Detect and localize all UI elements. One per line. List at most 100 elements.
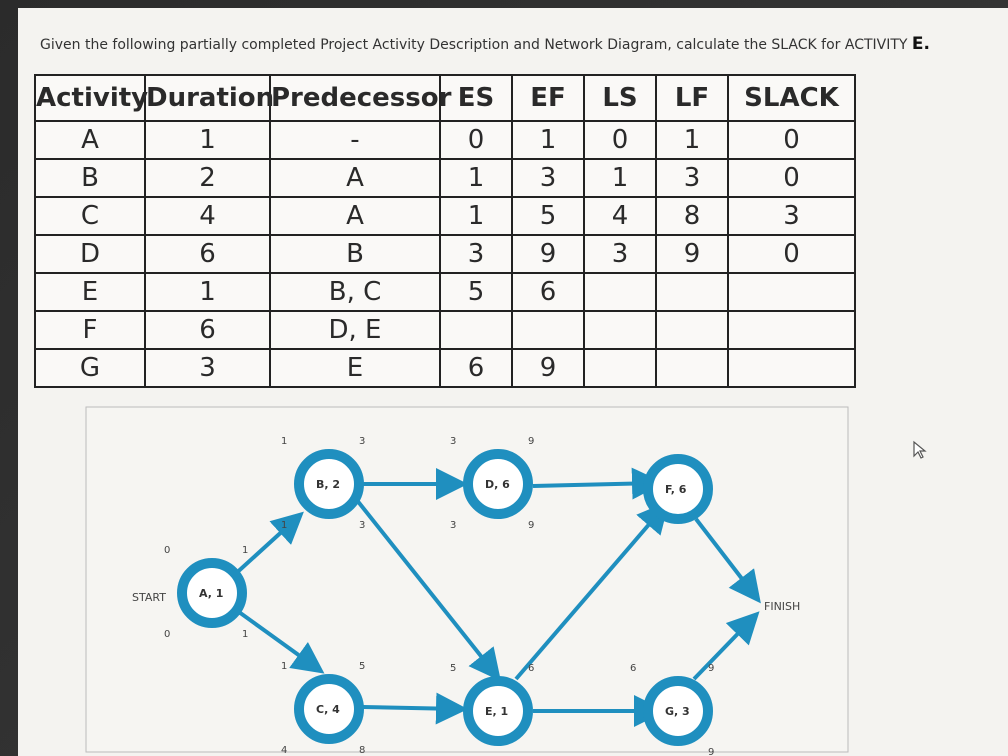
cell-duration: 6 — [144, 234, 271, 274]
node-es-label: 5 — [450, 663, 456, 674]
node-ef-label: 9 — [528, 436, 534, 447]
arrow-a-c — [230, 605, 325, 674]
cell-activity: E — [34, 272, 146, 312]
node-d: D, 6 3 9 3 9 — [450, 436, 534, 531]
cell-ls: 1 — [583, 158, 657, 198]
node-circle — [294, 449, 364, 519]
header-predecessor: Predecessor — [269, 74, 451, 122]
cell-activity: B — [34, 158, 146, 198]
cell-predecessor: D, E — [269, 310, 441, 350]
cell-lf — [655, 272, 729, 312]
cell-es: 0 — [439, 120, 513, 160]
cell-lf — [655, 348, 729, 388]
node-es-label: 1 — [281, 661, 287, 672]
cell-predecessor: B, C — [269, 272, 441, 312]
node-lf-label: 9 — [528, 520, 534, 531]
mouse-pointer-icon — [913, 440, 927, 459]
cell-activity: F — [34, 310, 146, 350]
cell-ls — [583, 272, 657, 312]
node-label: C, 4 — [316, 703, 340, 716]
table-header-row: Activity Duration Predecessor ES EF LS L… — [34, 74, 856, 122]
node-label: B, 2 — [316, 478, 340, 491]
node-f: F, 6 — [643, 454, 713, 524]
cell-predecessor: A — [269, 196, 441, 236]
cell-ef: 5 — [511, 196, 585, 236]
cell-ef: 3 — [511, 158, 585, 198]
header-duration: Duration — [144, 74, 274, 122]
cell-slack — [727, 310, 856, 350]
cell-ef: 9 — [511, 348, 585, 388]
question-target: E. — [911, 34, 930, 54]
arrow-e-f — [514, 500, 670, 681]
cell-ls: 4 — [583, 196, 657, 236]
node-circle — [463, 676, 533, 746]
node-ef-label: 3 — [359, 436, 365, 447]
node-circle — [294, 674, 364, 744]
cell-es — [439, 310, 513, 350]
cell-slack — [727, 348, 856, 388]
cell-ls: 0 — [583, 120, 657, 160]
node-label: A, 1 — [199, 587, 223, 600]
arrow-b-e — [354, 497, 501, 682]
cell-slack: 0 — [727, 234, 856, 274]
arrow-d-f — [532, 467, 664, 500]
node-lf-label: 9 — [708, 747, 714, 756]
header-slack: SLACK — [727, 74, 856, 122]
node-ls-label: 1 — [281, 520, 287, 531]
node-circle — [177, 558, 247, 628]
cell-predecessor: E — [269, 348, 441, 388]
node-label: D, 6 — [485, 478, 510, 491]
node-label: F, 6 — [665, 483, 687, 496]
node-ls-label: 3 — [450, 520, 456, 531]
arrow-c-e — [362, 692, 468, 725]
cell-duration: 6 — [144, 310, 271, 350]
cell-predecessor: A — [269, 158, 441, 198]
node-ls-label: 0 — [164, 629, 170, 640]
node-ls-label: 4 — [281, 745, 287, 756]
cell-slack: 0 — [727, 120, 856, 160]
question-text: Given the following partially completed … — [40, 34, 930, 54]
cell-predecessor: B — [269, 234, 441, 274]
node-es-label: 1 — [281, 436, 287, 447]
cell-lf: 9 — [655, 234, 729, 274]
cell-es: 3 — [439, 234, 513, 274]
cell-duration: 1 — [144, 120, 271, 160]
cell-ef — [511, 310, 585, 350]
cell-activity: A — [34, 120, 146, 160]
cell-duration: 2 — [144, 158, 271, 198]
cell-es: 1 — [439, 158, 513, 198]
cell-lf: 1 — [655, 120, 729, 160]
node-ef-label: 6 — [528, 663, 534, 674]
start-label: START — [132, 591, 166, 604]
cell-activity: C — [34, 196, 146, 236]
cell-lf: 3 — [655, 158, 729, 198]
node-lf-label: 1 — [242, 629, 248, 640]
cell-lf: 8 — [655, 196, 729, 236]
cell-ef: 1 — [511, 120, 585, 160]
header-ls: LS — [583, 74, 657, 122]
arrow-f-finish — [694, 517, 761, 604]
cell-activity: D — [34, 234, 146, 274]
node-es-label: 6 — [630, 663, 636, 674]
header-ef: EF — [511, 74, 585, 122]
header-activity: Activity — [34, 74, 148, 122]
activity-table: Activity Duration Predecessor ES EF LS L… — [34, 74, 856, 388]
node-circle — [643, 676, 713, 746]
header-lf: LF — [655, 74, 729, 122]
cell-ef: 6 — [511, 272, 585, 312]
cell-duration: 1 — [144, 272, 271, 312]
cell-lf — [655, 310, 729, 350]
node-circle — [643, 454, 713, 524]
node-ef-label: 5 — [359, 661, 365, 672]
node-es-label: 3 — [450, 436, 456, 447]
